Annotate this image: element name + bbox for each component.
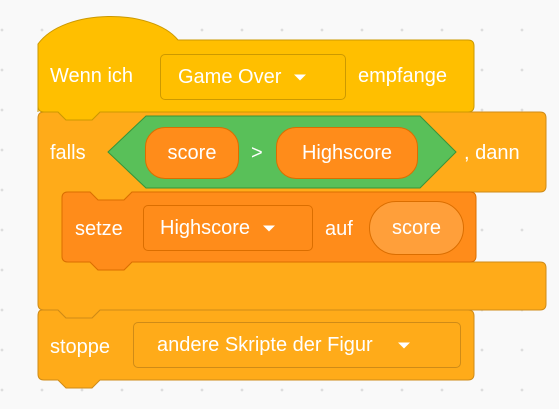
- receive-suffix-label: empfange: [358, 65, 447, 87]
- set-label: setze: [75, 218, 123, 240]
- when-i-receive-label: Wenn ich: [50, 65, 134, 87]
- highscore-reporter[interactable]: Highscore: [276, 127, 418, 179]
- dropdown-arrow-icon: [397, 342, 410, 348]
- stop-label: stoppe: [50, 336, 111, 358]
- operator-symbol: >: [251, 142, 263, 164]
- score-value-reporter[interactable]: score: [369, 201, 464, 255]
- if-label: falls: [50, 142, 86, 164]
- stop-option-value: andere Skripte der Figur: [157, 333, 373, 356]
- highscore-reporter-label: Highscore: [301, 141, 393, 164]
- score-reporter[interactable]: score: [145, 127, 239, 179]
- score-reporter-label: score: [167, 141, 217, 164]
- dropdown-arrow-icon: [263, 225, 276, 231]
- message-dropdown[interactable]: Game Over: [160, 54, 346, 100]
- variable-dropdown-value: Highscore: [160, 216, 251, 239]
- score-value-label: score: [392, 216, 441, 239]
- message-dropdown-value: Game Over: [178, 65, 282, 88]
- then-label: , dann: [464, 142, 520, 164]
- dropdown-arrow-icon: [294, 74, 307, 80]
- stop-option-dropdown[interactable]: andere Skripte der Figur: [133, 322, 461, 368]
- to-label: auf: [325, 218, 353, 240]
- variable-dropdown[interactable]: Highscore: [143, 205, 313, 251]
